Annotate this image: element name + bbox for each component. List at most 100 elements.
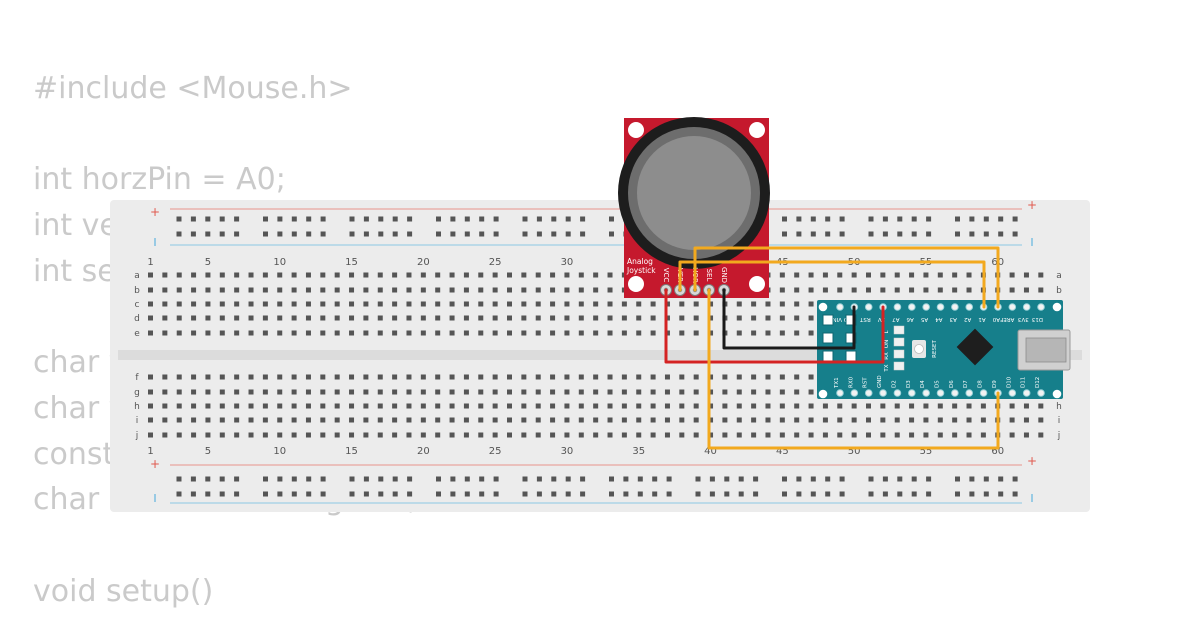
breadboard-hole (148, 315, 153, 321)
breadboard-hole (392, 374, 398, 380)
breadboard-hole (593, 403, 599, 409)
breadboard-hole (334, 389, 340, 395)
rail-hole (219, 491, 225, 497)
rail-hole (810, 491, 816, 497)
joystick-pin-label: VCC (662, 268, 670, 283)
breadboard-hole (334, 330, 340, 336)
breadboard-hole (449, 315, 455, 321)
breadboard-hole (176, 272, 182, 278)
nano-pin-label: A2 (964, 316, 971, 322)
rail-hole (219, 476, 225, 482)
rail-hole (897, 216, 903, 222)
icsp-pin (845, 314, 857, 326)
breadboard-hole (966, 287, 972, 293)
nano-pin (908, 303, 916, 311)
rail-hole (1012, 476, 1018, 482)
rail-hole (868, 491, 874, 497)
breadboard-hole (578, 287, 584, 293)
breadboard-hole (521, 287, 527, 293)
column-number: 30 (561, 446, 574, 457)
nano-pin-label: A6 (906, 316, 914, 322)
breadboard-hole (463, 389, 469, 395)
breadboard-hole (463, 272, 469, 278)
breadboard-hole (406, 403, 412, 409)
rail-hole (983, 231, 989, 237)
rail-hole (436, 231, 441, 237)
breadboard-hole (305, 330, 311, 336)
nano-pin (893, 303, 902, 311)
breadboard-hole (363, 287, 369, 293)
breadboard-hole (478, 417, 484, 423)
rail-hole (363, 231, 369, 237)
rail-hole (796, 476, 802, 482)
rail-hole (810, 476, 816, 482)
breadboard-hole (162, 432, 168, 438)
breadboard-hole (507, 403, 512, 409)
breadboard-hole (621, 374, 627, 380)
breadboard-hole (564, 287, 570, 293)
breadboard-hole (234, 432, 240, 438)
breadboard-hole (349, 330, 355, 336)
row-letter: h (134, 402, 140, 412)
breadboard-hole (262, 272, 268, 278)
rail-hole (190, 476, 196, 482)
rail-hole (234, 231, 240, 237)
code-line: int horzPin = A0; (33, 162, 286, 198)
rail-hole (522, 216, 528, 222)
column-number: 25 (489, 257, 502, 268)
breadboard-hole (234, 330, 240, 336)
breadboard-hole (578, 272, 584, 278)
breadboard-hole (751, 315, 757, 321)
breadboard-hole (736, 417, 742, 423)
rail-hole (969, 231, 975, 237)
breadboard-hole (219, 315, 225, 321)
rail-hole (493, 491, 499, 497)
breadboard-hole (219, 272, 225, 278)
breadboard-hole (492, 389, 498, 395)
breadboard-hole (708, 301, 714, 307)
breadboard-hole (148, 389, 153, 395)
rail-hole (695, 491, 701, 497)
breadboard-hole (148, 432, 153, 438)
column-number: 5 (205, 257, 211, 268)
rail-hole (176, 216, 182, 222)
breadboard-hole (305, 432, 311, 438)
breadboard-hole (578, 315, 584, 321)
column-number: 55 (920, 446, 933, 457)
breadboard-hole (349, 432, 355, 438)
breadboard-hole (607, 389, 613, 395)
breadboard-hole (176, 403, 182, 409)
breadboard-hole (779, 315, 785, 321)
breadboard-hole (909, 287, 915, 293)
breadboard-hole (550, 315, 556, 321)
breadboard-hole (205, 301, 211, 307)
breadboard-hole (779, 432, 785, 438)
breadboard-hole (420, 272, 426, 278)
nano-pin (965, 389, 974, 397)
rail-hole (291, 491, 297, 497)
rail-hole (450, 491, 456, 497)
column-number: 15 (345, 446, 358, 457)
nano-pin (951, 389, 959, 397)
breadboard-hole (363, 330, 369, 336)
row-letter: d (134, 314, 140, 324)
rail-hole (695, 476, 701, 482)
breadboard-hole (162, 389, 168, 395)
breadboard-hole (148, 403, 153, 409)
breadboard-hole (607, 301, 613, 307)
breadboard-hole (248, 287, 254, 293)
breadboard-hole (191, 272, 197, 278)
breadboard-hole (320, 403, 326, 409)
breadboard-hole (923, 287, 929, 293)
breadboard-hole (363, 374, 369, 380)
breadboard-hole (765, 403, 771, 409)
rail-hole (666, 476, 672, 482)
icsp-pin (845, 332, 857, 344)
rail-hole (436, 216, 441, 222)
breadboard-hole (1009, 403, 1015, 409)
breadboard-hole (593, 330, 599, 336)
breadboard-hole (722, 374, 728, 380)
microcontroller-chip (956, 328, 994, 366)
rail-hole (810, 216, 816, 222)
breadboard-hole (176, 432, 182, 438)
